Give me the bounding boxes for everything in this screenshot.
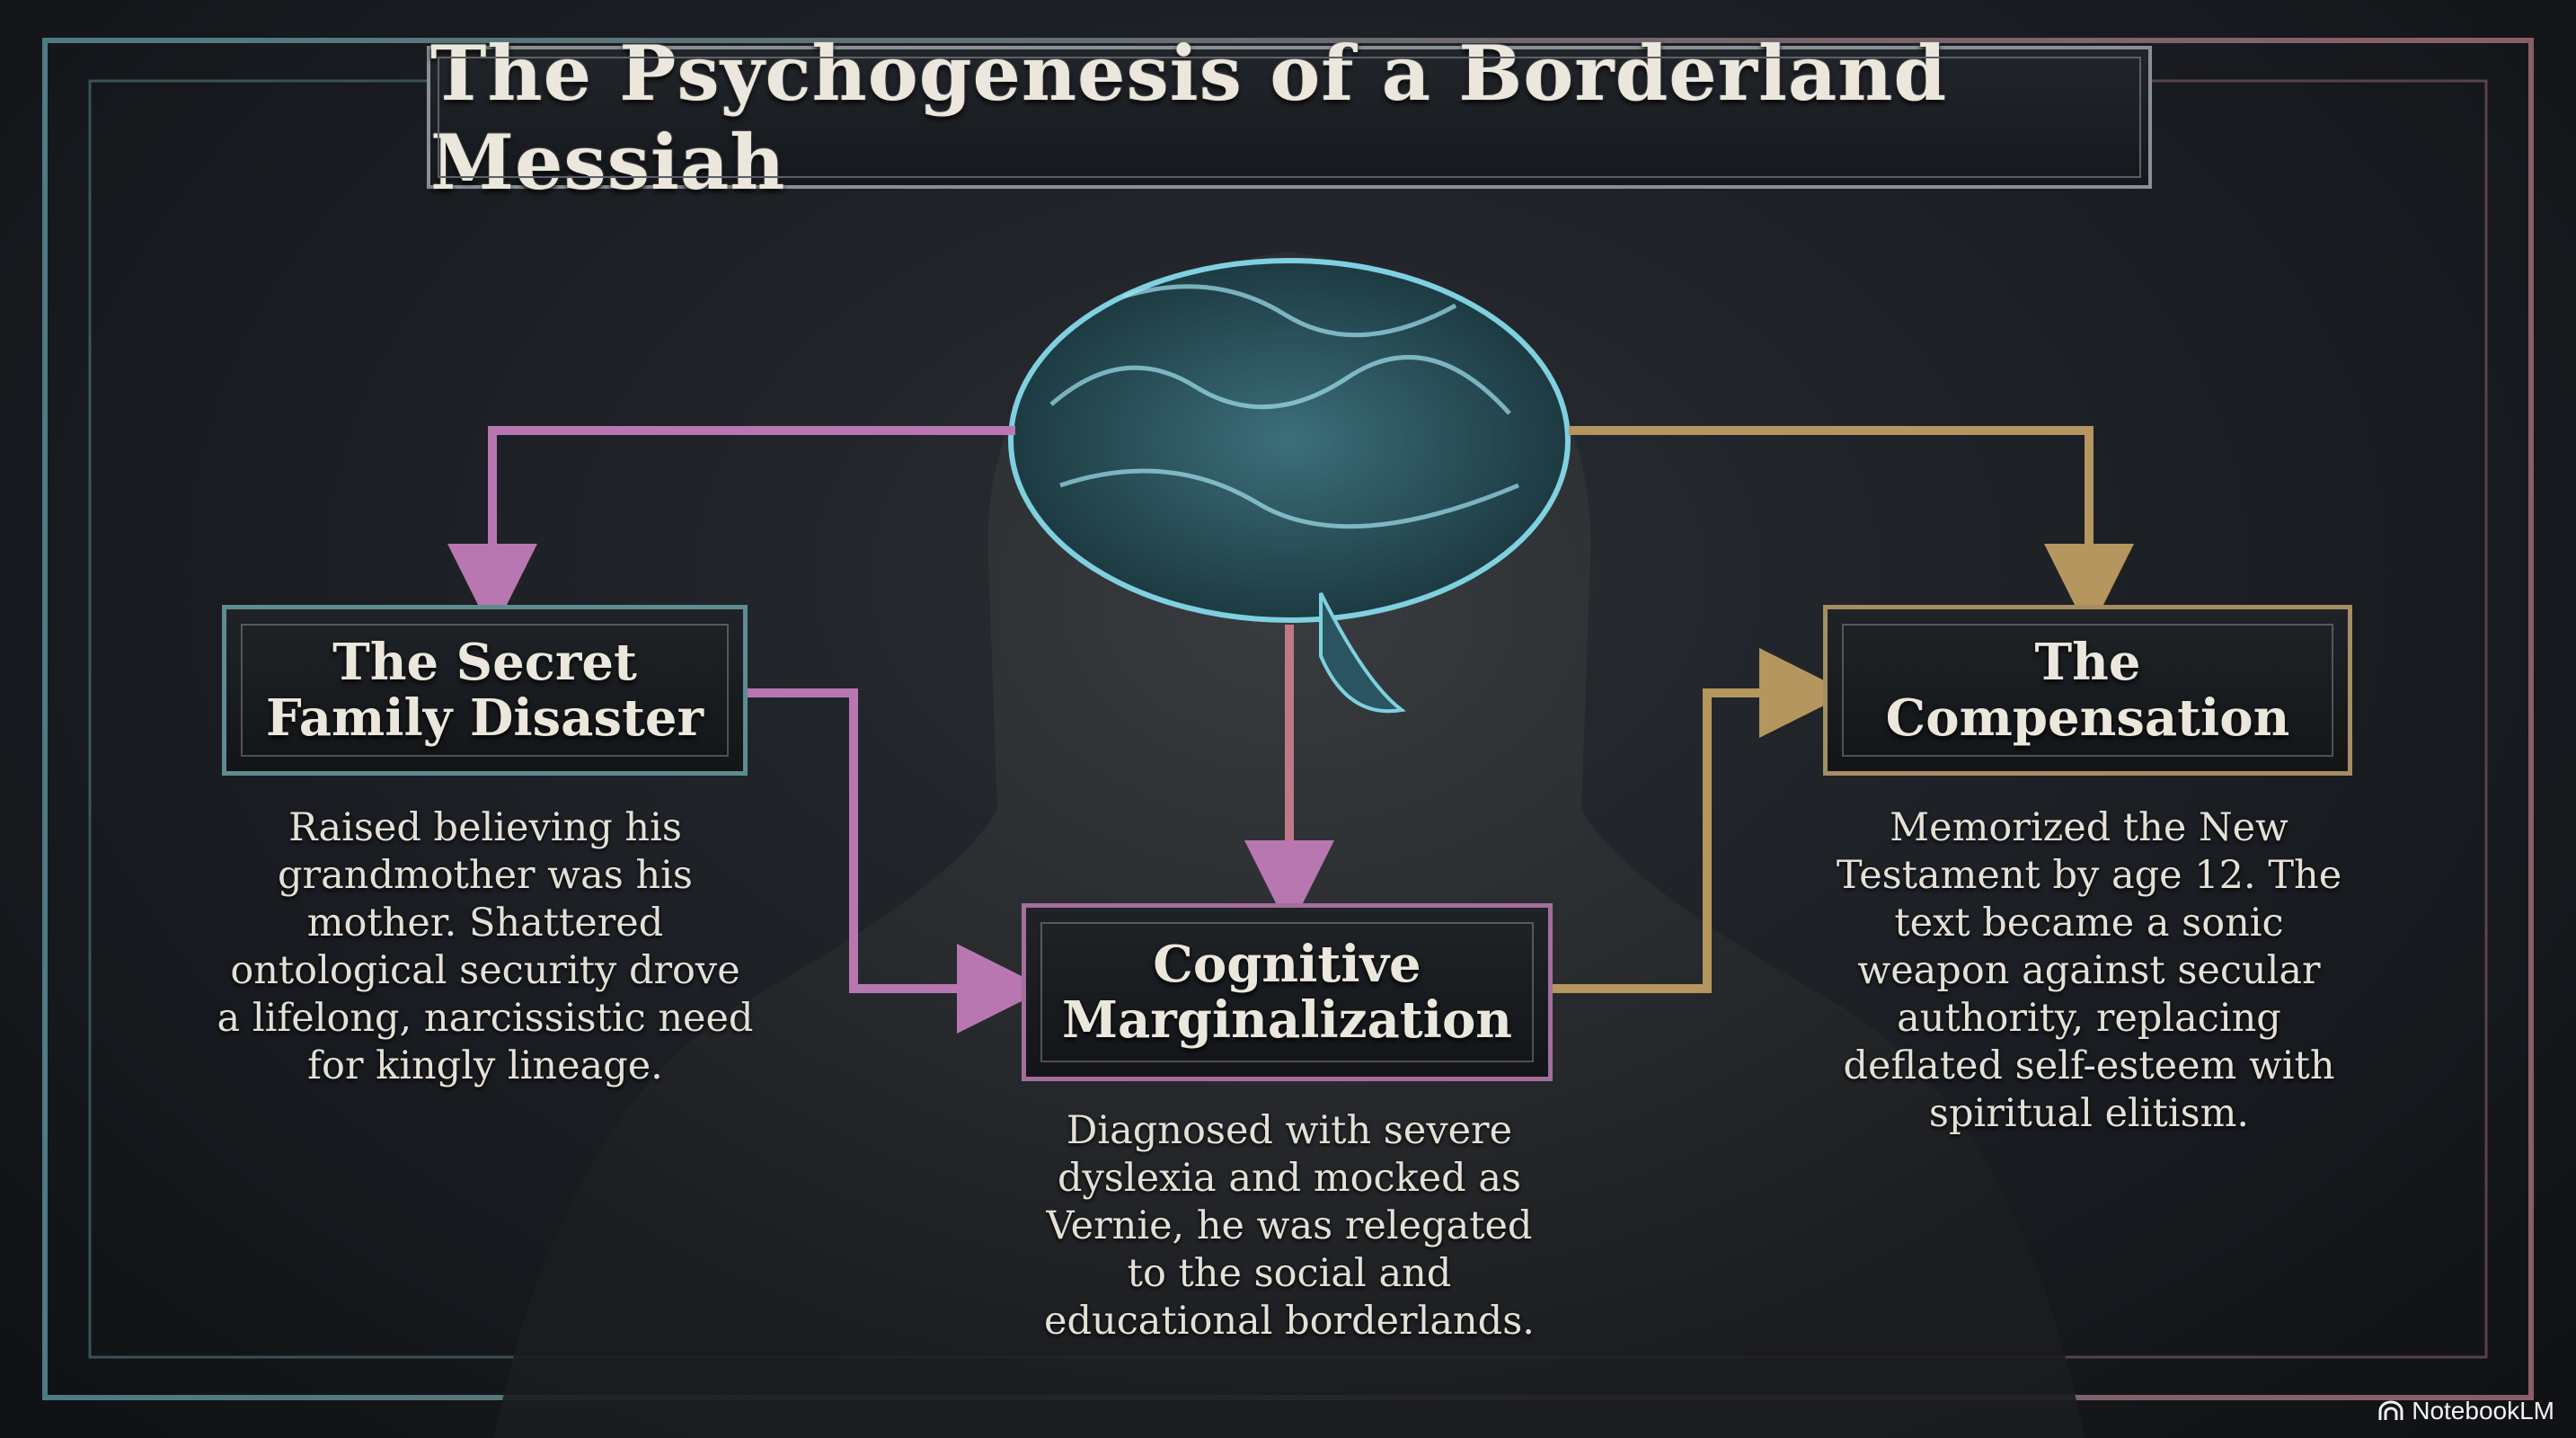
text-line: weapon against secular [1857, 948, 2321, 993]
title-banner: The Psychogenesis of a Borderland Messia… [427, 29, 2152, 207]
node-description-right: Memorized the New Testament by age 12. T… [1810, 804, 2368, 1138]
text-line: deflated self-esteem with [1843, 1043, 2335, 1088]
node-title: The [2034, 633, 2141, 692]
node-title: Marginalization [1061, 990, 1513, 1050]
text-line: grandmother was his [278, 853, 693, 898]
text-line: mother. Shattered [306, 901, 664, 945]
node-title: Compensation [1885, 688, 2290, 748]
arrow-brain-to-left [447, 426, 1015, 634]
notebooklm-logo-icon [2378, 1400, 2403, 1420]
brain-stem [1319, 592, 1406, 714]
text-line: a lifelong, narcissistic need [217, 996, 754, 1041]
text-line: for kingly lineage. [307, 1043, 663, 1088]
text-line: Raised believing his [288, 805, 682, 850]
text-line: Diagnosed with severe [1066, 1108, 1513, 1153]
arrow-center-to-right [1553, 648, 1849, 993]
page-title: The Psychogenesis of a Borderland Messia… [430, 28, 1948, 207]
text-line: to the social and [1127, 1251, 1452, 1296]
node-title: The Secret [332, 633, 637, 692]
node-description-center: Diagnosed with severe dyslexia and mocke… [1006, 1107, 1572, 1345]
text-line: educational borderlands. [1044, 1299, 1535, 1344]
node-description-left: Raised believing his grandmother was his… [207, 804, 764, 1090]
text-line: ontological security drove [230, 948, 740, 993]
text-line: Vernie, he was relegated [1046, 1203, 1533, 1248]
text-line: authority, replacing [1897, 996, 2281, 1041]
brain-illustration [1008, 258, 1571, 623]
arrow-left-to-center [748, 688, 1047, 1034]
arrow-brain-to-right [1569, 426, 2134, 634]
text-line: dyslexia and mocked as [1057, 1156, 1522, 1201]
watermark-text: NotebookLM [2412, 1397, 2554, 1425]
notebooklm-watermark: NotebookLM [2377, 1397, 2554, 1425]
brain-folds [1049, 284, 1519, 529]
text-line: Testament by age 12. The [1836, 853, 2342, 898]
text-line: text became a sonic [1894, 901, 2284, 945]
node-title: Cognitive [1153, 935, 1421, 994]
text-line: spiritual elitism. [1928, 1091, 2250, 1136]
node-title: Family Disaster [266, 688, 704, 748]
text-line: Memorized the New [1890, 805, 2288, 850]
